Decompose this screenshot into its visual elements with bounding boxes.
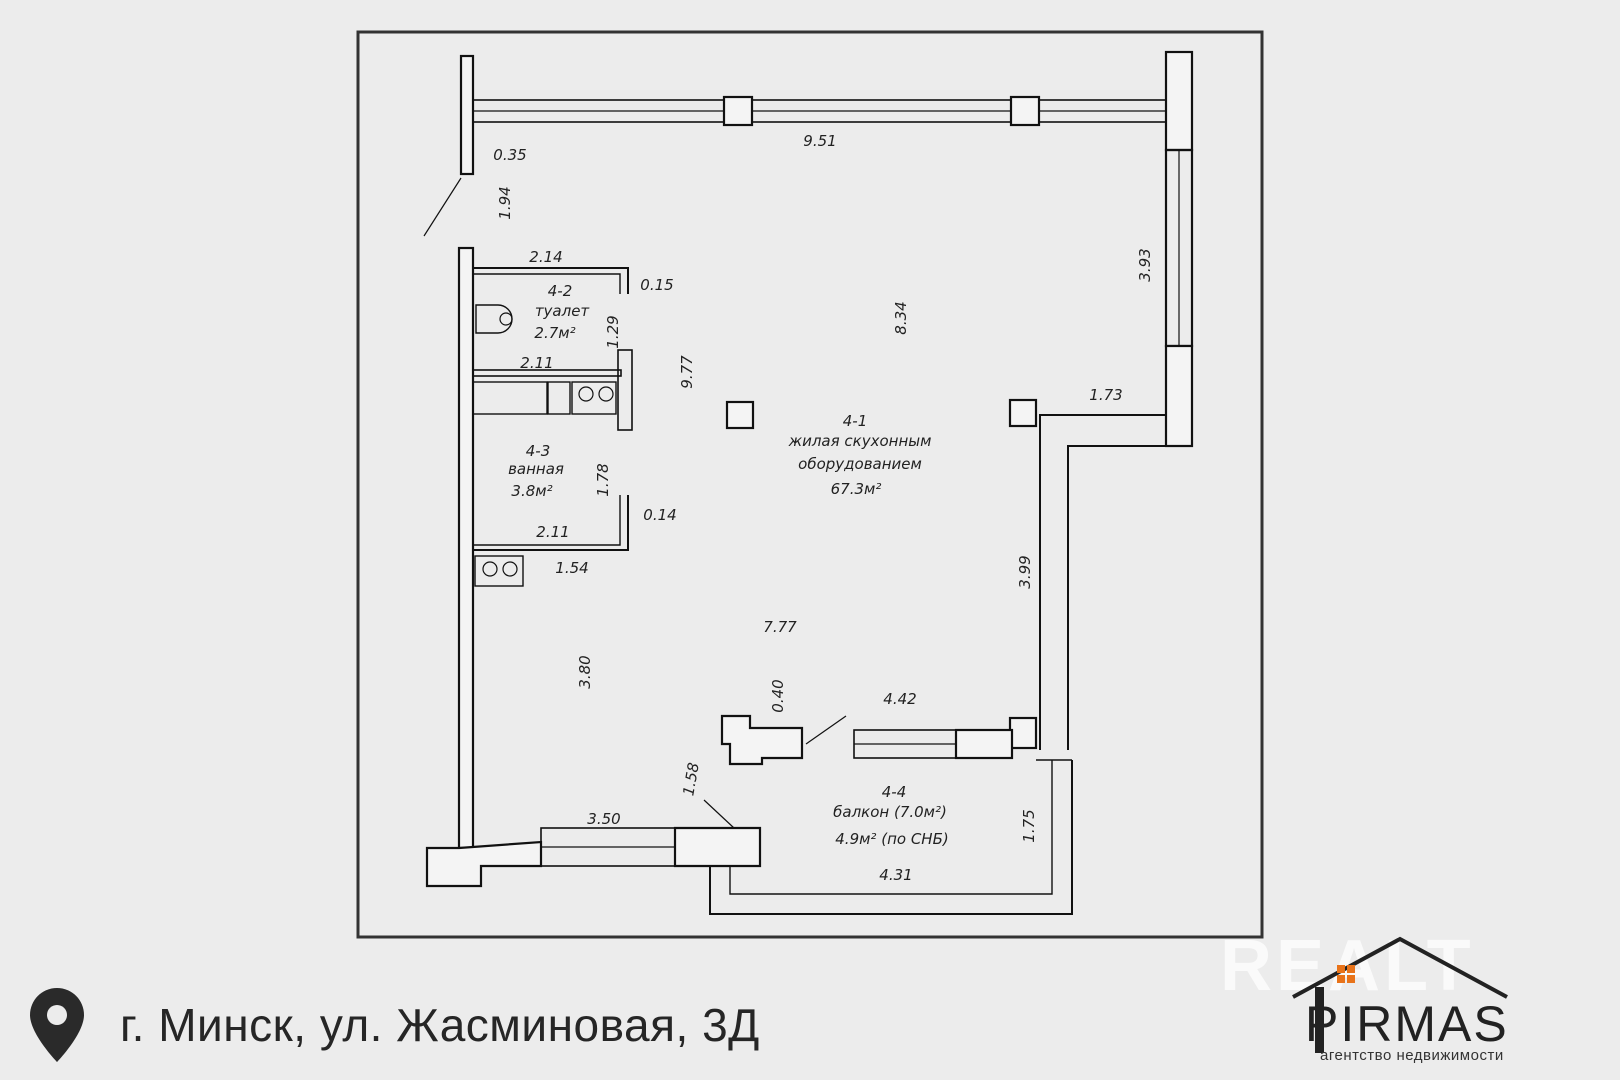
brand-logo: REALT PIRMAS агентство недвижимости [1210,925,1600,1070]
address-text: г. Минск, ул. Жасминовая, 3Д [120,999,760,1051]
dimension-label: 1.54 [555,559,588,577]
address-bar: г. Минск, ул. Жасминовая, 3Д [28,985,760,1065]
room-4-3-name: ванная [508,460,564,478]
dimension-label: 0.40 [769,679,787,712]
dimension-label: 1.58 [679,761,703,797]
dimension-label: 4.42 [883,690,916,708]
room-4-1-name-line1: жилая скухонным [788,432,932,450]
dimension-label: 0.15 [640,276,673,294]
dimension-label: 1.94 [496,186,514,219]
dimension-label: 1.75 [1020,809,1038,842]
walls [423,50,1194,915]
room-4-3-number: 4-3 [526,442,551,460]
dimension-label: 8.34 [892,301,910,334]
dimension-label: 3.80 [576,655,594,688]
brand-name: PIRMAS [1305,996,1509,1052]
dimension-label: 3.50 [587,810,620,828]
dimension-label: 9.77 [678,355,696,389]
dimension-label: 3.99 [1016,555,1034,588]
brand-watermark: REALT [1220,925,1475,1007]
dimension-label: 2.11 [520,354,553,372]
room-labels: 4-1 жилая скухонным оборудованием 67.3м²… [508,282,949,848]
room-4-1-number: 4-1 [843,412,868,430]
dimension-label: 4.31 [879,866,912,884]
room-4-1-area: 67.3м² [831,480,882,498]
room-4-2-area: 2.7м² [534,324,575,342]
dimension-label: 9.51 [803,132,836,150]
dimension-label: 3.93 [1136,248,1154,281]
map-pin-icon [30,988,84,1062]
dimension-label: 1.73 [1089,386,1122,404]
dimension-label: 2.11 [536,523,569,541]
dimension-label: 1.78 [594,463,612,496]
room-4-2-number: 4-2 [548,282,573,300]
room-4-4-name: балкон (7.0м²) [833,803,947,821]
dimension-label: 0.35 [493,146,526,164]
dimension-labels: 9.51 0.35 1.94 3.93 2.14 0.15 1.29 8.34 … [493,132,1154,884]
room-4-1-name-line2: оборудованием [798,455,922,473]
room-4-2-name: туалет [535,302,591,320]
dimension-label: 0.14 [643,506,676,524]
dimension-label: 2.14 [529,248,562,266]
room-4-3-area: 3.8м² [511,482,552,500]
room-4-4-area: 4.9м² (по СНБ) [835,830,948,848]
brand-tagline: агентство недвижимости [1320,1047,1504,1064]
house-roof-icon [1292,936,1508,1053]
dimension-label: 7.77 [763,618,797,636]
dimension-label: 1.29 [604,315,622,348]
room-4-4-number: 4-4 [882,783,907,801]
plan-frame [356,30,1264,939]
